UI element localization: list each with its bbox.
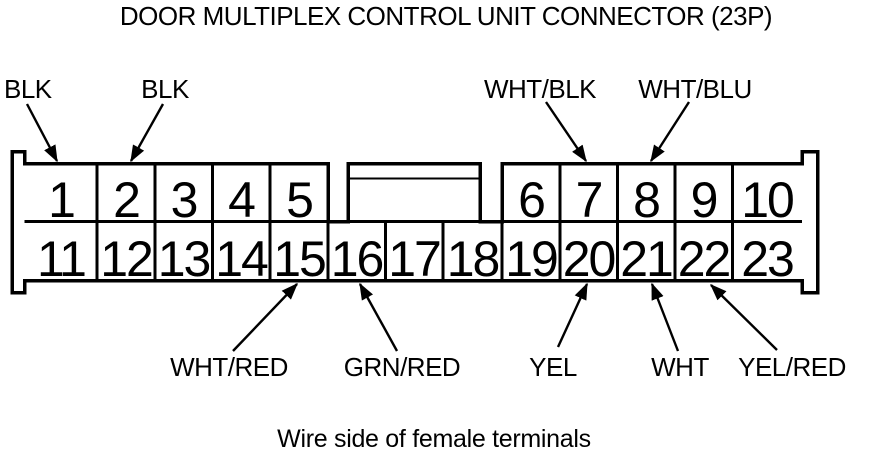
top-pin-row: 1 2 3 4 5 6 7 8 9 10 bbox=[48, 172, 795, 228]
arrow-blk-to-pin1 bbox=[25, 103, 59, 163]
wire-label-wht-pin21: WHT bbox=[651, 352, 709, 382]
pin-number-2: 2 bbox=[113, 172, 139, 228]
diagram-caption: Wire side of female terminals bbox=[277, 425, 591, 453]
wire-label-wht-blk-pin7: WHT/BLK bbox=[484, 74, 597, 104]
wire-label-grn-red-pin16: GRN/RED bbox=[344, 352, 460, 382]
pin-number-15: 15 bbox=[273, 231, 325, 287]
pin-number-19: 19 bbox=[505, 231, 557, 287]
top-wire-labels: BLK BLK WHT/BLK WHT/BLU bbox=[4, 74, 752, 104]
wire-label-blk-pin2: BLK bbox=[141, 74, 190, 104]
arrow-wht-blk-to-pin7 bbox=[545, 101, 587, 163]
pin-number-16: 16 bbox=[331, 231, 383, 287]
connector-body bbox=[10, 149, 820, 295]
pin-number-21: 21 bbox=[620, 231, 672, 287]
pin-number-13: 13 bbox=[158, 231, 210, 287]
wire-label-yel-red-pin22: YEL/RED bbox=[738, 352, 846, 382]
pin-number-12: 12 bbox=[100, 231, 152, 287]
arrow-wht-blu-to-pin8 bbox=[649, 101, 691, 163]
pin-number-9: 9 bbox=[691, 172, 717, 228]
arrow-wht-to-pin21 bbox=[650, 282, 680, 352]
pin-number-3: 3 bbox=[171, 172, 197, 228]
pin-number-14: 14 bbox=[215, 231, 268, 287]
pin-number-17: 17 bbox=[388, 231, 440, 287]
pin-number-6: 6 bbox=[518, 172, 544, 228]
pin-number-7: 7 bbox=[576, 172, 602, 228]
bottom-pin-row: 11 12 13 14 15 16 17 18 19 20 21 22 23 bbox=[37, 231, 795, 287]
pin-number-23: 23 bbox=[741, 231, 793, 287]
pin-number-20: 20 bbox=[563, 231, 615, 287]
bottom-wire-labels: WHT/RED GRN/RED YEL WHT YEL/RED bbox=[170, 352, 846, 382]
wire-label-wht-blu-pin8: WHT/BLU bbox=[638, 74, 752, 104]
pin-number-5: 5 bbox=[286, 172, 312, 228]
arrow-grn-red-to-pin16 bbox=[358, 282, 399, 352]
pin-number-4: 4 bbox=[228, 172, 255, 228]
diagram-title: DOOR MULTIPLEX CONTROL UNIT CONNECTOR (2… bbox=[120, 1, 772, 31]
wire-label-yel-pin20: YEL bbox=[529, 352, 577, 382]
pin-number-10: 10 bbox=[741, 172, 793, 228]
leader-arrows bbox=[25, 101, 778, 352]
arrow-yel-to-pin20 bbox=[556, 282, 589, 348]
wire-label-blk-pin1: BLK bbox=[4, 74, 53, 104]
pin-number-1: 1 bbox=[48, 172, 74, 228]
pin-number-22: 22 bbox=[678, 231, 730, 287]
bottom-row-cell-dividers bbox=[95, 221, 734, 281]
wire-label-wht-red-pin15: WHT/RED bbox=[170, 352, 288, 382]
pin-number-11: 11 bbox=[37, 231, 85, 287]
top-row-cell-dividers bbox=[95, 163, 734, 222]
pin-number-18: 18 bbox=[447, 231, 499, 287]
pin-number-8: 8 bbox=[633, 172, 659, 228]
arrow-yel-red-to-pin22 bbox=[710, 284, 778, 351]
arrow-wht-red-to-pin15 bbox=[232, 283, 298, 352]
arrow-blk-to-pin2 bbox=[129, 103, 165, 163]
